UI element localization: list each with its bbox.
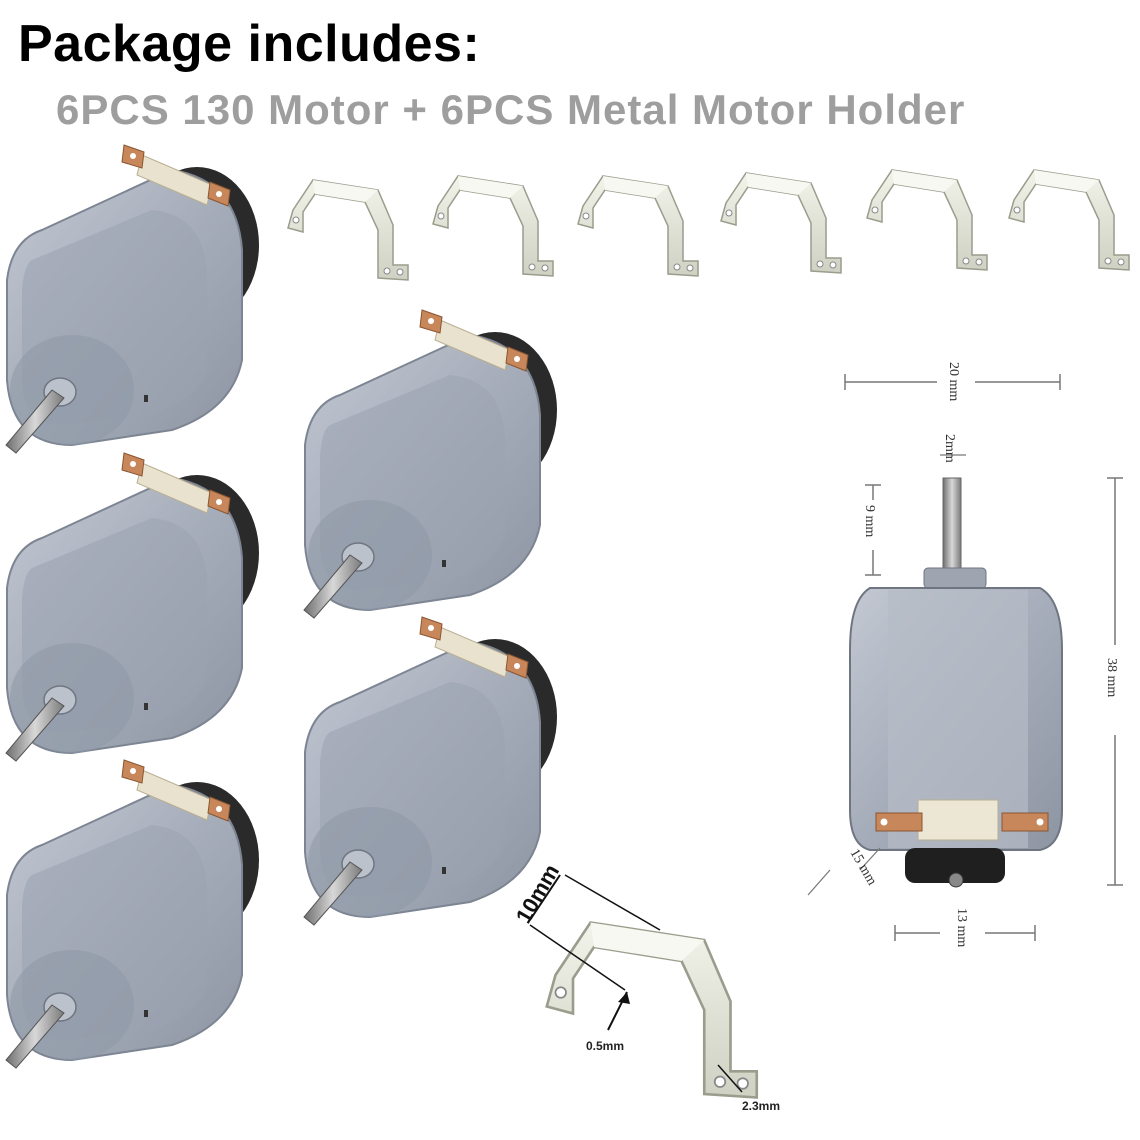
motor-4 xyxy=(303,616,558,926)
motor-dimension-diagram: 20 mm 2mm 9 mm 38 mm 15 mm 13 mm xyxy=(807,362,1123,947)
motor-3 xyxy=(5,452,260,762)
package-title: Package includes: xyxy=(18,15,481,73)
package-subtitle: 6PCS 130 Motor + 6PCS Metal Motor Holder xyxy=(56,86,966,133)
metal-holder-5 xyxy=(866,169,988,271)
metal-holder-1 xyxy=(287,179,409,281)
metal-holder-4 xyxy=(720,172,842,274)
holder-dimension-diagram: 10mm 0.5mm 2.3mm xyxy=(511,860,780,1113)
motor-shaft-diameter-label: 2mm xyxy=(942,434,957,463)
motor-5 xyxy=(5,759,260,1069)
motor-height-label: 13 mm xyxy=(954,908,969,947)
motor-1 xyxy=(5,144,260,454)
metal-holder-6 xyxy=(1008,169,1130,271)
motor-depth-label: 15 mm xyxy=(847,847,880,889)
motor-width-label: 20 mm xyxy=(946,362,961,401)
metal-holder-2 xyxy=(432,175,554,277)
motor-length-label: 38 mm xyxy=(1104,658,1119,697)
motor-shaft-length-label: 9 mm xyxy=(862,505,877,537)
holder-hole-label: 2.3mm xyxy=(742,1099,780,1113)
holder-thickness-label: 0.5mm xyxy=(586,1039,624,1053)
motor-2 xyxy=(303,309,558,619)
metal-holder-3 xyxy=(577,175,699,277)
